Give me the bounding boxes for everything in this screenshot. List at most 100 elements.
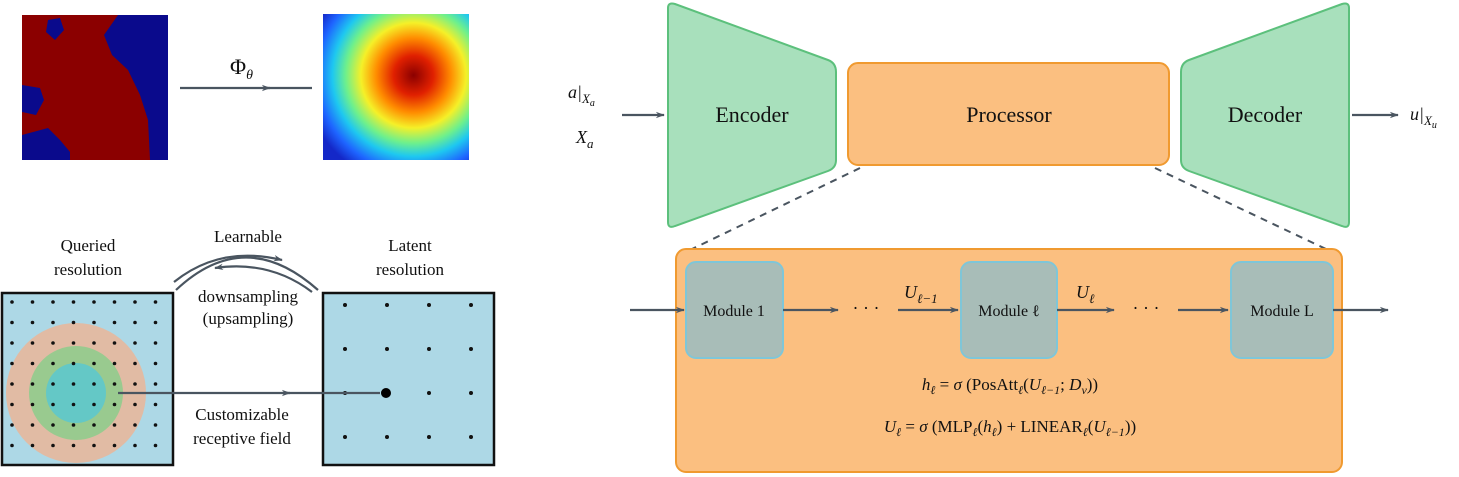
queried-point: [30, 402, 35, 407]
learnable-label: Learnable: [214, 227, 282, 246]
queried-point: [71, 423, 76, 427]
queried-point: [112, 402, 117, 407]
queried-point: [51, 361, 55, 366]
u-prev-label: Uℓ−1: [904, 282, 938, 306]
latent-point: [343, 347, 347, 351]
upsampling-arc: [214, 263, 313, 293]
decoder-label: Decoder: [1228, 102, 1303, 127]
latent-point: [469, 303, 473, 307]
queried-point: [71, 361, 76, 366]
queried-point: [30, 300, 35, 304]
queried-point: [10, 423, 14, 427]
input-a-label: a|Xa: [568, 82, 595, 109]
queried-point: [153, 320, 158, 325]
queried-point: [112, 443, 117, 448]
latent-grid: [321, 291, 496, 467]
latent-grid-points: [343, 303, 473, 439]
queried-point: [30, 443, 35, 448]
queried-point: [112, 382, 117, 386]
input-x-label: Xa: [575, 127, 594, 151]
queried-point: [153, 382, 158, 386]
output-field-image: [323, 14, 469, 160]
queried-point: [92, 300, 96, 304]
queried-point: [71, 341, 76, 345]
queried-point: [51, 423, 55, 427]
queried-point: [92, 361, 96, 366]
latent-point: [427, 435, 431, 439]
module-L-label: Module L: [1250, 303, 1314, 320]
queried-point: [112, 320, 117, 325]
queried-point: [133, 361, 137, 366]
queried-point: [30, 320, 35, 325]
queried-point: [153, 300, 158, 304]
queried-point: [10, 402, 14, 407]
encoder-label: Encoder: [715, 102, 789, 127]
queried-point: [71, 300, 76, 304]
latent-target-point: [381, 388, 391, 398]
latent-point: [385, 303, 389, 307]
queried-point: [153, 341, 158, 345]
queried-point: [133, 402, 137, 407]
queried-point: [71, 320, 76, 325]
dots-right: · · ·: [1133, 298, 1160, 318]
customizable-label: Customizable: [195, 405, 288, 424]
latent-point: [385, 347, 389, 351]
queried-point: [112, 341, 117, 345]
downsampling-arc: [175, 256, 319, 291]
latent-label-line1: Latent: [388, 236, 432, 255]
processor-detail-block: [675, 248, 1343, 473]
queried-point: [10, 320, 14, 325]
decoder-block: [1180, 2, 1350, 228]
output-u-label: u|Xu: [1410, 104, 1437, 131]
queried-point: [92, 320, 96, 325]
queried-point: [133, 443, 137, 448]
equation-u: Uℓ = σ (MLPℓ(hℓ) + LINEARℓ(Uℓ−1)): [884, 417, 1136, 439]
queried-point: [153, 361, 158, 366]
input-field-image: [22, 15, 168, 160]
equation-h: hℓ = σ (PosAttℓ(Uℓ−1; Dv)): [922, 375, 1098, 397]
queried-point: [133, 320, 137, 325]
dots-left: · · ·: [853, 298, 880, 318]
latent-point: [469, 347, 473, 351]
receptive-field-inner: [46, 363, 106, 423]
queried-point: [153, 402, 158, 407]
encoder-block: [667, 2, 837, 228]
latent-point: [469, 391, 473, 395]
queried-point: [71, 382, 76, 386]
queried-point: [133, 300, 137, 304]
queried-point: [153, 443, 158, 448]
queried-point: [133, 382, 137, 386]
latent-point: [427, 391, 431, 395]
queried-point: [112, 361, 117, 366]
queried-point: [30, 382, 35, 386]
queried-point: [51, 382, 55, 386]
latent-label-line2: resolution: [376, 260, 444, 279]
queried-point: [30, 423, 35, 427]
operator-label: Φθ: [230, 54, 253, 83]
queried-point: [92, 382, 96, 386]
zoom-line-right: [1154, 167, 1329, 251]
latent-point: [469, 435, 473, 439]
upsampling-label: (upsampling): [203, 309, 294, 328]
zoom-line-left: [689, 167, 861, 251]
queried-point: [51, 443, 55, 448]
processor-label: Processor: [966, 102, 1052, 127]
latent-point: [427, 303, 431, 307]
latent-point: [343, 303, 347, 307]
queried-point: [51, 341, 55, 345]
module-1-label: Module 1: [703, 303, 765, 320]
queried-point: [10, 361, 14, 366]
queried-point: [10, 341, 14, 345]
queried-point: [71, 402, 76, 407]
queried-point: [92, 402, 96, 407]
queried-point: [153, 423, 158, 427]
queried-point: [92, 423, 96, 427]
latent-point: [427, 347, 431, 351]
queried-point: [71, 443, 76, 448]
module-l-label: Module ℓ: [978, 303, 1040, 320]
queried-point: [133, 423, 137, 427]
downsampling-label: downsampling: [198, 287, 299, 306]
queried-point: [51, 402, 55, 407]
queried-point: [133, 341, 137, 345]
